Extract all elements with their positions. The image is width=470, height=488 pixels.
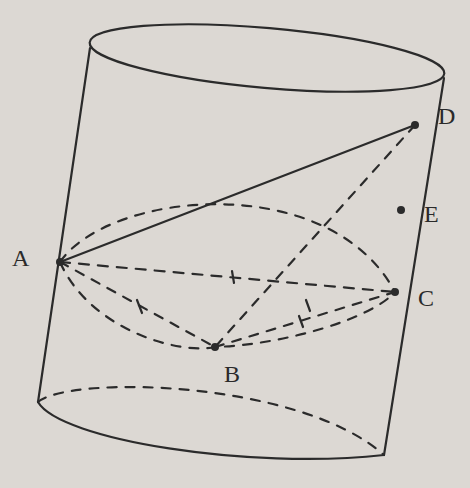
tick-mark bbox=[306, 300, 310, 311]
bottom-back bbox=[38, 387, 384, 455]
point-a bbox=[56, 258, 64, 266]
segment-ac bbox=[60, 262, 395, 292]
point-c bbox=[391, 288, 399, 296]
segment-ab bbox=[60, 262, 215, 347]
tick-mark bbox=[299, 316, 303, 327]
point-label: A bbox=[12, 246, 29, 270]
segment-bc bbox=[215, 292, 395, 347]
point-b bbox=[211, 343, 219, 351]
point-label: B bbox=[224, 362, 240, 386]
point-label: E bbox=[424, 202, 439, 226]
tick-mark bbox=[137, 300, 142, 313]
segment-ad bbox=[60, 125, 415, 262]
point-d bbox=[411, 121, 419, 129]
left-side bbox=[38, 48, 90, 402]
tick-mark bbox=[232, 271, 234, 283]
top-ellipse bbox=[87, 13, 447, 104]
middle-back-arc bbox=[60, 204, 395, 292]
point-label: C bbox=[418, 286, 434, 310]
bottom-front bbox=[38, 402, 384, 459]
point-label: D bbox=[438, 104, 455, 128]
segment-db bbox=[215, 125, 415, 347]
point-e bbox=[397, 206, 405, 214]
middle-front-arc bbox=[60, 262, 395, 348]
